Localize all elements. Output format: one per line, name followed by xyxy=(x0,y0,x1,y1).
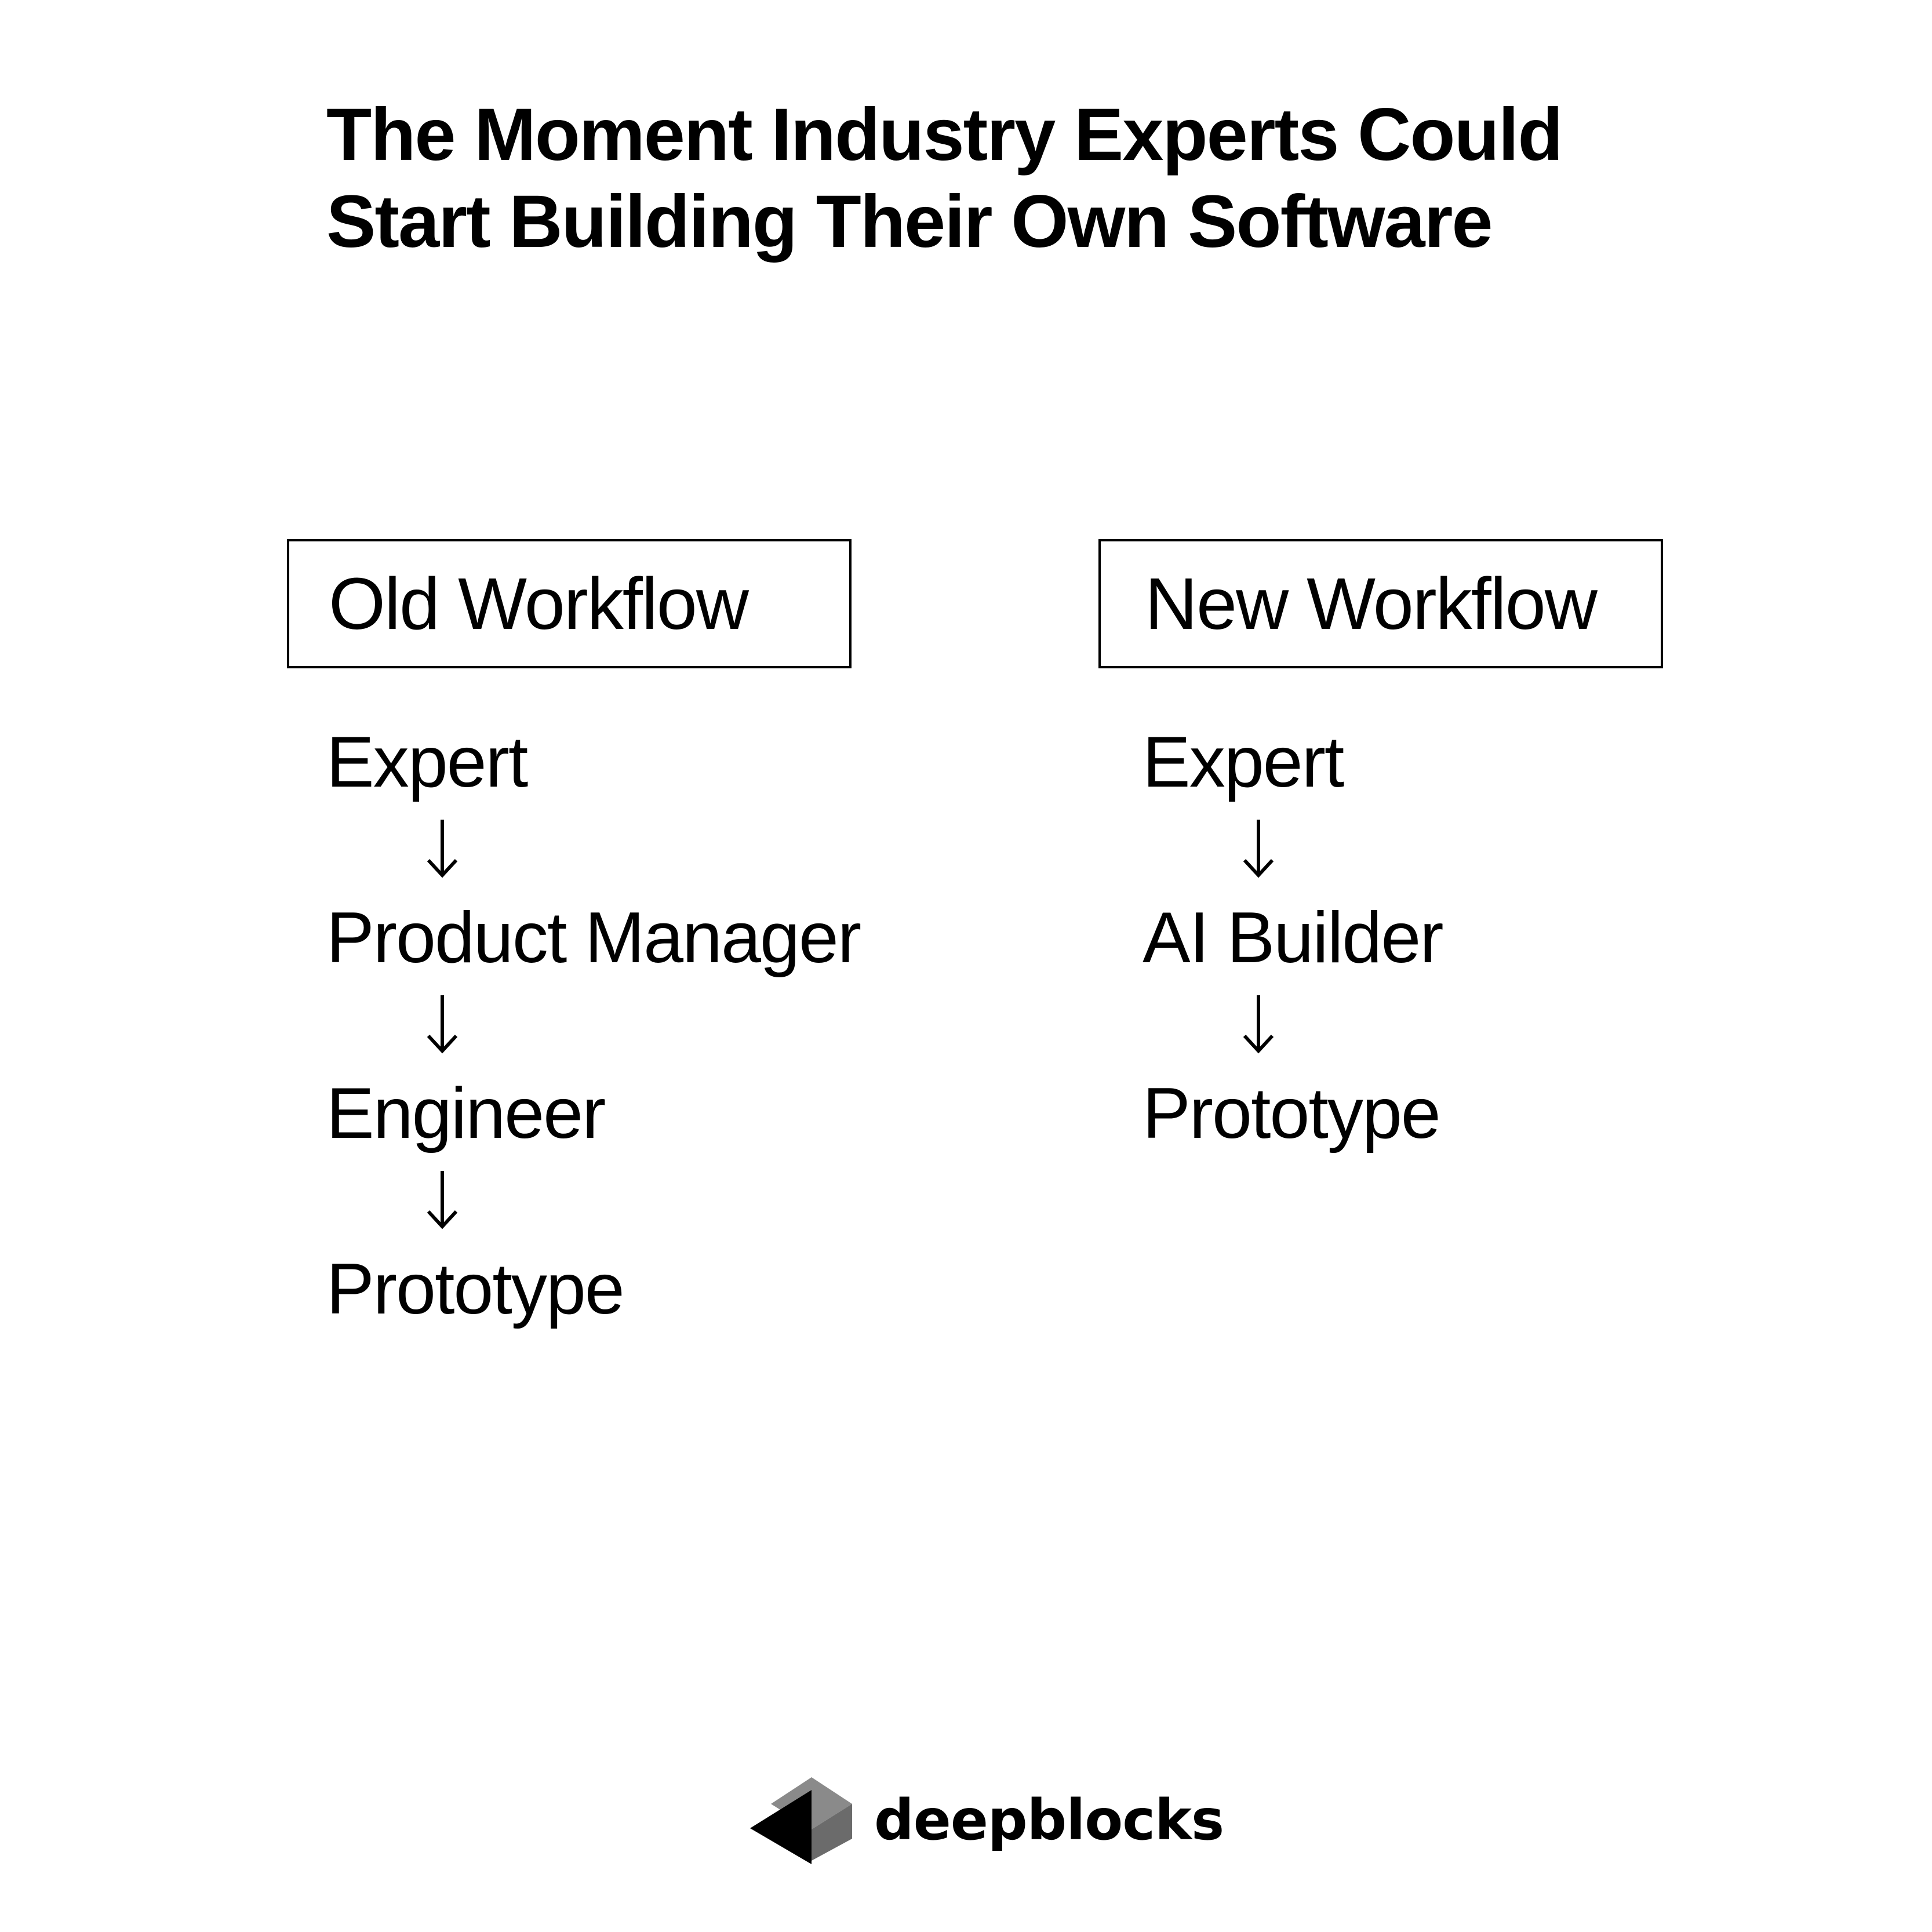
old-step-prototype: Prototype xyxy=(326,1249,625,1329)
new-step-prototype: Prototype xyxy=(1143,1074,1441,1154)
title-line-2: Start Building Their Own Software xyxy=(326,180,1493,263)
old-workflow-steps: Expert Product Manager Engineer Prototyp… xyxy=(287,719,861,1333)
brand: deepblocks xyxy=(748,1774,1224,1866)
new-workflow-column: New Workflow Expert AI Builder Prototype xyxy=(1098,539,1663,1157)
new-workflow-steps: Expert AI Builder Prototype xyxy=(1098,719,1663,1157)
deepblocks-logo-icon xyxy=(750,1777,852,1864)
old-step-engineer: Engineer xyxy=(326,1074,606,1154)
old-workflow-header: Old Workflow xyxy=(329,563,749,645)
new-step-ai-builder: AI Builder xyxy=(1143,898,1444,978)
down-arrow-icon xyxy=(326,806,500,894)
old-step-product-manager: Product Manager xyxy=(326,898,861,978)
old-workflow-column: Old Workflow Expert Product Manager Engi… xyxy=(287,539,861,1333)
down-arrow-icon xyxy=(1143,981,1316,1070)
old-step-expert: Expert xyxy=(326,722,528,802)
new-step-expert: Expert xyxy=(1143,722,1344,802)
title-line-1: The Moment Industry Experts Could xyxy=(326,93,1563,176)
down-arrow-icon xyxy=(326,981,500,1070)
down-arrow-icon xyxy=(1143,806,1316,894)
new-workflow-header-box: New Workflow xyxy=(1098,539,1663,668)
brand-name: deepblocks xyxy=(874,1788,1224,1853)
new-workflow-header: New Workflow xyxy=(1145,563,1598,645)
page-title: The Moment Industry Experts Could Start … xyxy=(326,92,1718,265)
old-workflow-header-box: Old Workflow xyxy=(287,539,852,668)
down-arrow-icon xyxy=(326,1157,500,1246)
